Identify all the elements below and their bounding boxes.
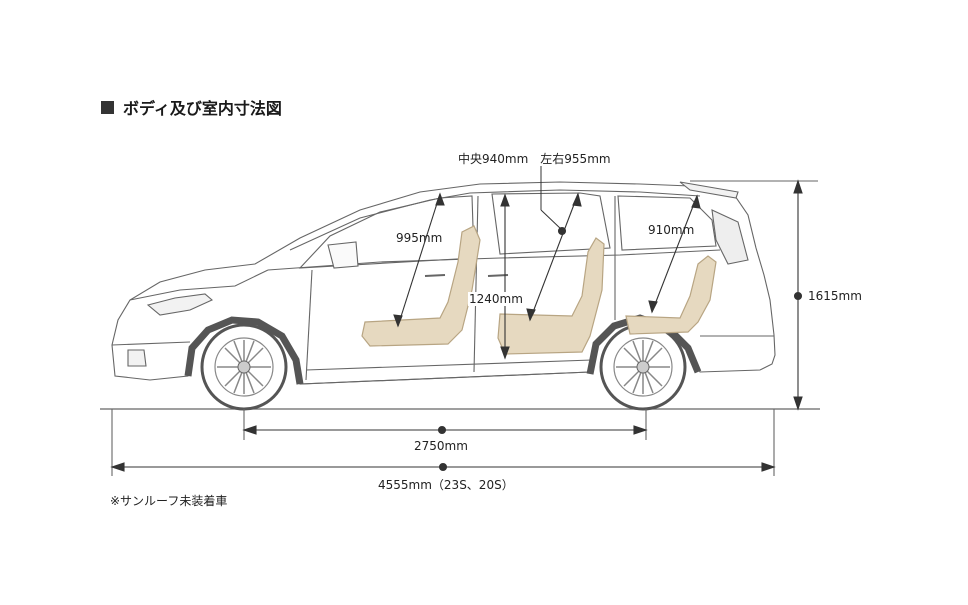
middle-window — [491, 192, 611, 255]
overall-height-dimension — [690, 179, 818, 411]
overall-length-dimension — [110, 409, 776, 476]
interior-height-label: 1240mm — [468, 292, 524, 306]
diagram-title: ボディ及び室内寸法図 — [101, 95, 282, 119]
side-sill-upper — [305, 359, 593, 371]
title-text: ボディ及び室内寸法図 — [123, 99, 282, 118]
front-wheel — [200, 323, 288, 411]
side-mirror — [327, 241, 359, 269]
front-headroom-label: 995mm — [396, 231, 443, 245]
front-wheel-arch — [184, 316, 304, 385]
front-seat — [361, 225, 481, 347]
rear-wheel — [599, 323, 687, 411]
overall-height-label: 1615mm — [808, 289, 862, 303]
roof-inner-line — [289, 189, 701, 251]
tail-light — [711, 209, 749, 265]
fog-lamp — [127, 349, 147, 367]
rear-spoiler — [679, 181, 739, 199]
wheelbase-dimension — [242, 409, 648, 440]
interior-dimension-lines — [393, 166, 701, 360]
car-side-view — [111, 181, 776, 385]
headlight — [146, 293, 214, 316]
front-door-line — [305, 269, 313, 381]
overall-length-label: 4555mm（23S、20S） — [378, 478, 514, 492]
front-door-handle — [424, 274, 446, 277]
front-bumper — [111, 341, 191, 346]
third-row-seat — [625, 255, 717, 335]
third-row-headroom-label: 910mm — [648, 223, 695, 237]
rear-window — [617, 195, 717, 251]
wheelbase-label: 2750mm — [414, 439, 468, 453]
side-sill — [299, 371, 591, 385]
second-row-headroom-label: 中央940mm 左右955mm — [458, 152, 611, 166]
title-bullet-icon — [101, 100, 114, 114]
hood-line — [129, 269, 269, 301]
footnote: ※サンルーフ未装着車 — [110, 494, 228, 508]
sliding-door-line — [473, 195, 479, 373]
front-window — [298, 195, 475, 269]
